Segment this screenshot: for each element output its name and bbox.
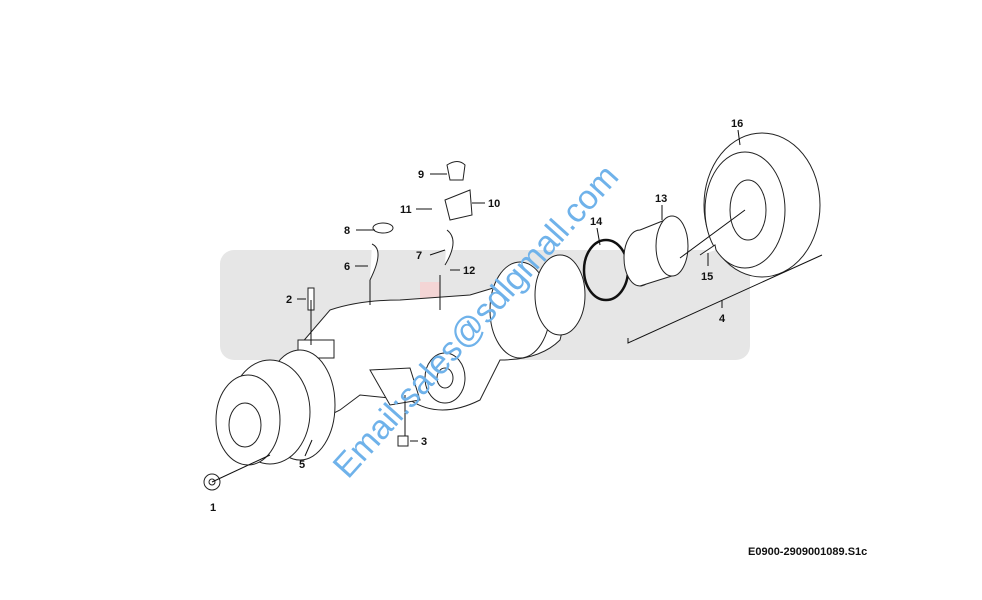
leader-lines <box>211 129 823 483</box>
callout-10: 10 <box>488 198 500 210</box>
callout-7: 7 <box>416 250 422 262</box>
callout-6: 6 <box>344 261 350 273</box>
axle-housing <box>297 254 586 421</box>
callout-4: 4 <box>719 313 726 325</box>
callout-14: 14 <box>590 216 603 228</box>
callout-9: 9 <box>418 169 424 181</box>
callout-12: 12 <box>463 265 475 277</box>
callout-1: 1 <box>210 502 216 514</box>
callout-2: 2 <box>286 294 292 306</box>
callout-5: 5 <box>299 459 305 471</box>
callout-11: 11 <box>400 204 412 216</box>
callout-3: 3 <box>421 436 427 448</box>
callout-8: 8 <box>344 225 350 237</box>
wheel-hub-left <box>215 349 336 466</box>
small-parts <box>203 132 821 491</box>
callout-15: 15 <box>701 271 713 283</box>
drawing-code: E0900-2909001089.S1c <box>748 546 868 558</box>
callout-13: 13 <box>655 193 667 205</box>
callout-16: 16 <box>731 118 743 130</box>
